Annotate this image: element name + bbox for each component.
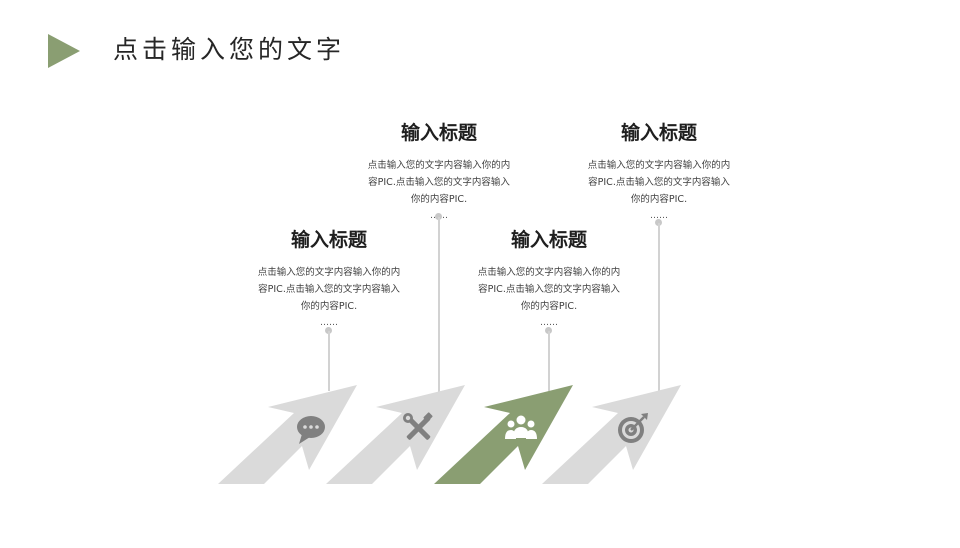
step-4-connector-line <box>658 223 660 392</box>
tools-icon <box>403 412 433 440</box>
page-title: 点击输入您的文字 <box>113 35 346 64</box>
step-1-desc: 点击输入您的文字内容输入你的内容PIC.点击输入您的文字内容输入你的内容PIC. <box>257 267 401 312</box>
step-3-more: …… <box>540 318 558 328</box>
chat-bubble-icon <box>297 416 325 444</box>
step-4-title: 输入标题 <box>620 122 697 144</box>
step-1-more: …… <box>320 318 338 328</box>
step-3-text: 输入标题 点击输入您的文字内容输入你的内容PIC.点击输入您的文字内容输入你的内… <box>459 225 639 329</box>
step-3-title: 输入标题 <box>510 229 587 251</box>
step-4-more: …… <box>650 211 668 221</box>
step-2-desc: 点击输入您的文字内容输入你的内容PIC.点击输入您的文字内容输入你的内容PIC. <box>367 160 511 205</box>
step-1-arrow <box>218 385 357 484</box>
step-1-connector-dot <box>325 327 332 334</box>
step-2-connector-dot <box>435 213 442 220</box>
team-icon <box>505 415 537 439</box>
step-4-text: 输入标题 点击输入您的文字内容输入你的内容PIC.点击输入您的文字内容输入你的内… <box>569 118 749 222</box>
step-3-desc: 点击输入您的文字内容输入你的内容PIC.点击输入您的文字内容输入你的内容PIC. <box>477 267 621 312</box>
title-triangle-icon <box>48 34 80 68</box>
step-1-text: 输入标题 点击输入您的文字内容输入你的内容PIC.点击输入您的文字内容输入你的内… <box>239 225 419 329</box>
step-4-arrow <box>542 385 681 484</box>
step-3-connector-dot <box>545 327 552 334</box>
step-1-title: 输入标题 <box>290 229 367 251</box>
step-3-connector-line <box>548 331 550 391</box>
step-4-desc: 点击输入您的文字内容输入你的内容PIC.点击输入您的文字内容输入你的内容PIC. <box>587 160 731 205</box>
step-1-connector-line <box>328 331 330 391</box>
step-3-arrow <box>434 385 573 484</box>
step-2-connector-line <box>438 217 440 392</box>
step-4-connector-dot <box>655 219 662 226</box>
target-icon <box>618 413 648 443</box>
step-2-arrow <box>326 385 465 484</box>
step-2-title: 输入标题 <box>400 122 477 144</box>
